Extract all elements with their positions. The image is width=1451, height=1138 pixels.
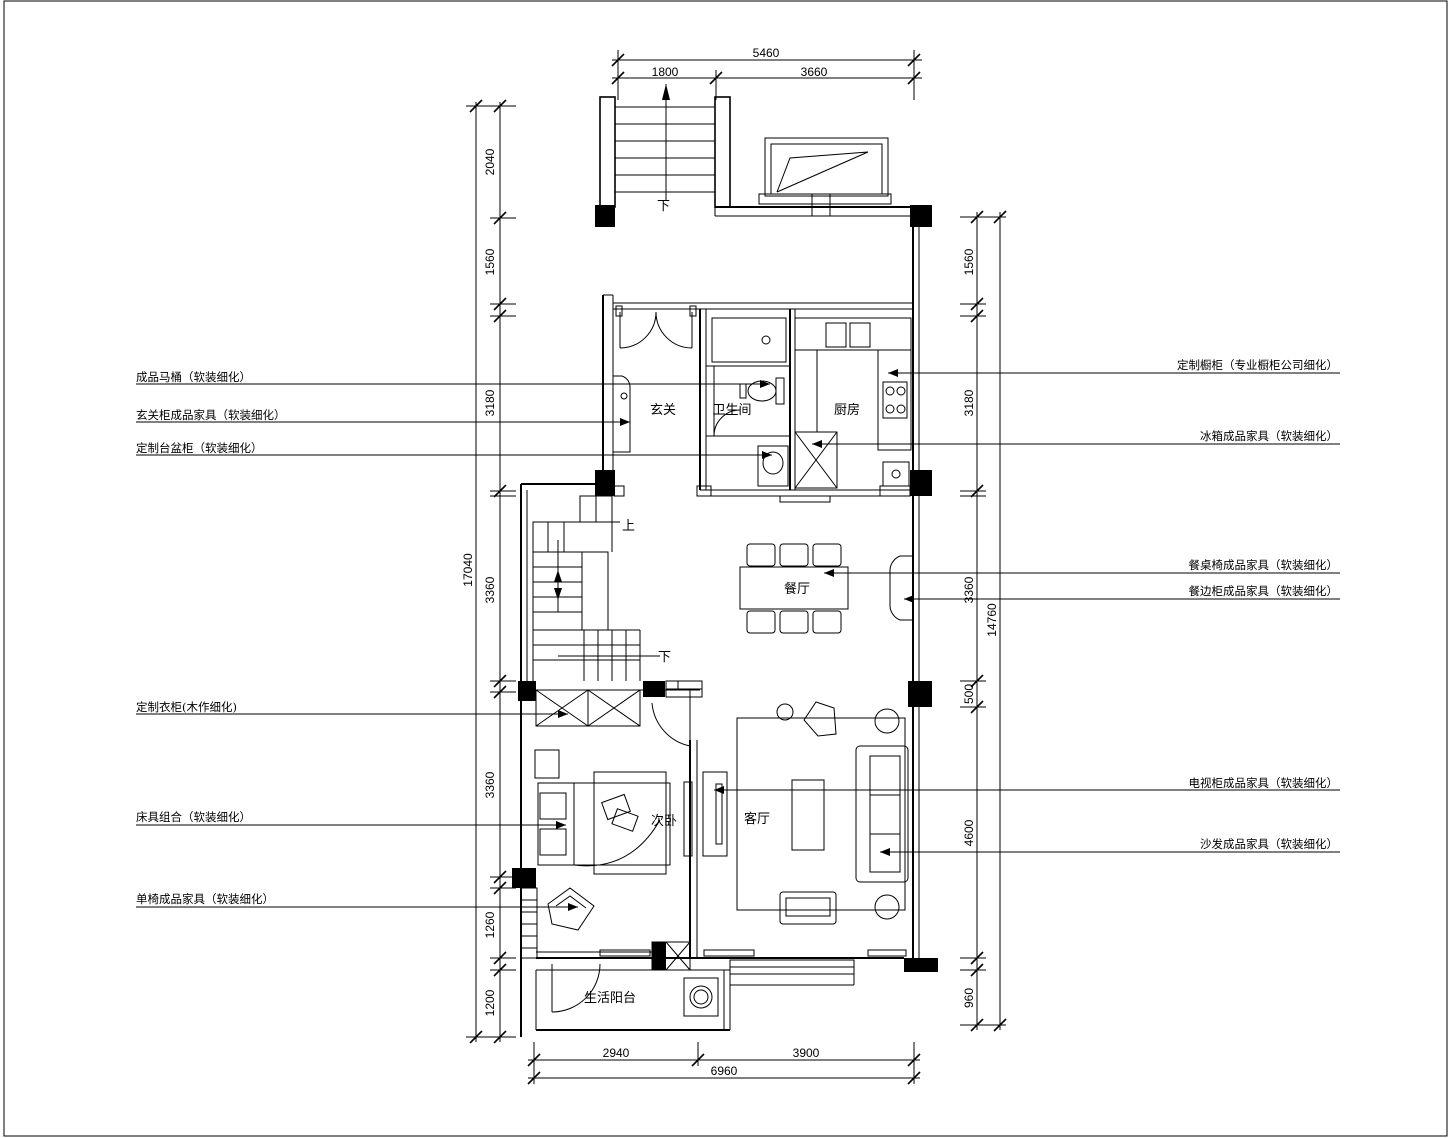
annotation-armchair: 单椅成品家具（软装细化） bbox=[136, 892, 274, 906]
bottom-dimension-lines bbox=[527, 1042, 921, 1085]
bed-set bbox=[534, 749, 671, 875]
left-annotation-leaders bbox=[136, 380, 772, 911]
structural-columns bbox=[512, 205, 938, 972]
stair-down-mid-label: 下 bbox=[658, 650, 671, 665]
room-label-living: 客厅 bbox=[744, 811, 770, 827]
dim-top-left: 1800 bbox=[652, 65, 679, 79]
annotation-wardrobe: 定制衣柜(木作细化) bbox=[136, 700, 237, 714]
entry-cabinet bbox=[613, 375, 631, 453]
interior-stairs bbox=[532, 495, 660, 681]
dim-left-seg-1: 2040 bbox=[483, 148, 497, 175]
room-label-bedroom: 次卧 bbox=[651, 813, 677, 829]
annotation-vanity: 定制台盆柜（软装细化） bbox=[136, 441, 263, 455]
stair-down-top-label: 下 bbox=[657, 199, 670, 214]
top-dimension-lines bbox=[611, 50, 922, 100]
room-label-bathroom: 卫生间 bbox=[712, 403, 751, 418]
stair-up-label: 上 bbox=[622, 519, 635, 534]
dim-left-seg-2: 1560 bbox=[483, 248, 497, 275]
drawing-frame bbox=[3, 0, 1448, 1137]
annotation-dining-set: 餐桌椅成品家具（软装细化） bbox=[1189, 558, 1339, 572]
annotation-entry-cabinet: 玄关柜成品家具（软装细化） bbox=[136, 408, 286, 422]
exterior-stairs bbox=[599, 84, 731, 208]
annotation-fridge: 冰箱成品家具（软装细化） bbox=[1200, 429, 1338, 443]
room-label-balcony: 生活阳台 bbox=[584, 991, 636, 1006]
room-label-entry: 玄关 bbox=[650, 403, 676, 418]
dim-right-seg-2: 3180 bbox=[962, 389, 976, 416]
sideboard bbox=[889, 555, 913, 621]
dim-right-total: 14760 bbox=[985, 603, 999, 637]
balcony-fixtures bbox=[551, 963, 719, 1017]
dim-bottom-right: 3900 bbox=[793, 1046, 820, 1060]
dim-right-seg-3: 3360 bbox=[962, 576, 976, 603]
annotation-sofa: 沙发成品家具（软装细化） bbox=[1200, 837, 1338, 851]
dim-left-seg-3: 3180 bbox=[483, 389, 497, 416]
right-dimension-lines bbox=[960, 210, 1007, 1032]
window-marks bbox=[599, 941, 907, 971]
terrace-wall bbox=[714, 206, 910, 217]
bedroom-wardrobe bbox=[535, 689, 641, 727]
room-label-dining: 餐厅 bbox=[784, 581, 810, 597]
dim-left-seg-5: 3360 bbox=[483, 771, 497, 798]
room-label-kitchen: 厨房 bbox=[834, 402, 860, 418]
bedroom-armchair bbox=[547, 887, 595, 931]
dim-right-seg-1: 1560 bbox=[962, 248, 976, 275]
dim-left-seg-4: 3360 bbox=[483, 576, 497, 603]
bedroom-door bbox=[651, 697, 691, 747]
living-room-furniture bbox=[702, 701, 909, 925]
bathroom-fixtures bbox=[705, 317, 790, 487]
walls bbox=[520, 227, 920, 1037]
annotation-toilet: 成品马桶（软装细化） bbox=[136, 370, 251, 384]
dim-top-right: 3660 bbox=[801, 65, 828, 79]
dim-right-seg-4: 500 bbox=[962, 684, 976, 704]
dim-bottom-left: 2940 bbox=[603, 1046, 630, 1060]
dim-left-total: 17040 bbox=[461, 553, 475, 587]
left-dimension-lines bbox=[466, 99, 516, 1044]
annotation-bed: 床具组合（软装细化） bbox=[136, 810, 251, 824]
brick-hatch bbox=[520, 485, 911, 959]
annotation-sideboard: 餐边柜成品家具（软装细化） bbox=[1189, 584, 1339, 598]
entry-double-door bbox=[615, 305, 697, 349]
dim-top-total: 5460 bbox=[753, 46, 780, 60]
dim-right-seg-5: 4600 bbox=[962, 819, 976, 846]
dining-table-set bbox=[739, 543, 849, 634]
kitchen-fixtures bbox=[779, 317, 912, 503]
right-annotation-leaders bbox=[714, 369, 1340, 856]
annotation-cabinetry: 定制橱柜（专业橱柜公司细化） bbox=[1177, 358, 1338, 372]
dim-left-seg-7: 1200 bbox=[483, 989, 497, 1016]
terrace-planter bbox=[758, 137, 892, 216]
dim-right-seg-6: 960 bbox=[962, 988, 976, 1008]
dim-left-seg-6: 1260 bbox=[483, 911, 497, 938]
dim-bottom-total: 6960 bbox=[711, 1064, 738, 1078]
tv-cabinet-bedroom bbox=[683, 781, 693, 857]
annotation-tv-cabinet: 电视柜成品家具（软装细化） bbox=[1189, 776, 1339, 790]
